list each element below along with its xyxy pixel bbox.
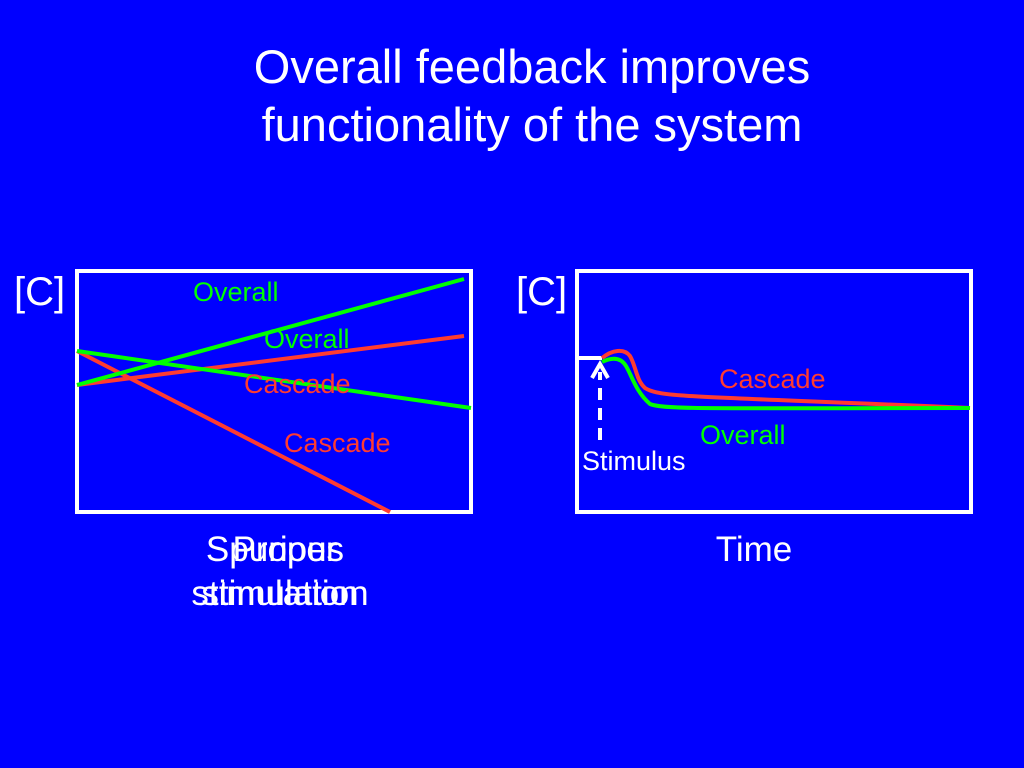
right-label-cascade: Cascade: [719, 364, 826, 394]
left-label-cascade-low: Cascade: [284, 428, 391, 458]
right-panel-frame: [575, 269, 973, 514]
left-panel-frame: [75, 269, 473, 514]
left-x-axis-label-spurious-line-1: Spurious: [205, 530, 345, 569]
left-x-axis-label-proper-line-1: Proper: [232, 530, 338, 569]
left-x-axis-label-proper: Proper stimulation: [150, 528, 420, 616]
left-cascade-line-rising: [76, 334, 465, 387]
left-overall-line-falling: [76, 349, 472, 410]
slide-title-line-2: functionality of the system: [261, 98, 803, 151]
left-x-axis-label-spurious: Spurious stimulation: [140, 528, 410, 616]
left-label-overall-mid: Overall: [264, 324, 350, 354]
right-y-axis-label: [C]: [516, 270, 568, 314]
right-overall-curve: [601, 356, 971, 411]
slide-title: Overall feedback improves functionality …: [132, 38, 932, 154]
right-label-overall: Overall: [700, 420, 786, 450]
left-x-axis-label-proper-line-2: stimulation: [201, 574, 369, 613]
left-y-axis-label: [C]: [14, 270, 66, 314]
slide-title-line-1: Overall feedback improves: [253, 40, 811, 93]
stimulus-arrow-head: [590, 359, 610, 379]
left-overall-line-rising: [76, 277, 465, 387]
left-label-overall-top: Overall: [193, 277, 279, 307]
right-cascade-curve: [600, 349, 971, 410]
right-label-stimulus: Stimulus: [582, 446, 686, 476]
left-x-axis-label-spurious-line-2: stimulation: [191, 574, 359, 613]
left-label-cascade-mid: Cascade: [244, 369, 351, 399]
right-x-axis-label: Time: [715, 530, 793, 569]
